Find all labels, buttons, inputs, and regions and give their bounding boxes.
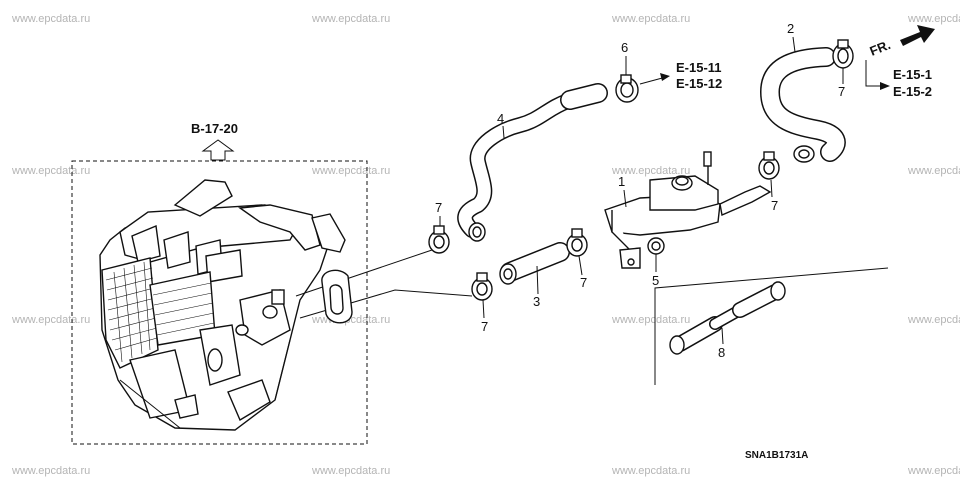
hose-part-4: 4	[457, 83, 608, 242]
water-valve-part-1: 1	[604, 151, 772, 269]
callout-part-5[interactable]: 5	[652, 273, 659, 288]
watermark: www.epcdata.ru	[311, 465, 390, 477]
callout-part-6[interactable]: 6	[621, 40, 628, 55]
watermark: www.epcdata.ru	[907, 13, 960, 25]
reference-right-b[interactable]: E-15-2	[893, 84, 932, 99]
watermark: www.epcdata.ru	[907, 165, 960, 177]
watermark: www.epcdata.ru	[311, 13, 390, 25]
callout-part-3[interactable]: 3	[533, 294, 540, 309]
front-arrow-icon	[900, 25, 935, 46]
callout-part-7-center[interactable]: 7	[580, 275, 587, 290]
clamp-part-6: 6 E-15-11 E-15-12	[615, 40, 722, 103]
heater-unit-dashed-frame	[71, 160, 368, 445]
reference-upper-a[interactable]: E-15-11	[676, 60, 722, 75]
heater-unit-group: B-17-20	[71, 121, 368, 445]
joint-part-8: 8	[654, 267, 889, 385]
diagram-code: SNA1B1731A	[745, 450, 808, 461]
callout-part-7-top[interactable]: 7	[838, 84, 845, 99]
hose-part-2: 2	[760, 21, 846, 163]
hose-part-3: 3	[499, 242, 570, 309]
clamp-part-7-center: 7	[566, 228, 588, 290]
reference-right-a[interactable]: E-15-1	[893, 67, 932, 82]
callout-part-8[interactable]: 8	[718, 345, 725, 360]
clamp-part-7-left-lower: 7	[471, 272, 493, 334]
up-arrow-icon	[201, 139, 235, 161]
callout-part-2[interactable]: 2	[787, 21, 794, 36]
watermark: www.epcdata.ru	[11, 314, 90, 326]
watermark: www.epcdata.ru	[11, 465, 90, 477]
washer-part-5: 5	[647, 237, 665, 288]
front-direction-indicator: FR.	[868, 25, 935, 59]
watermark: www.epcdata.ru	[11, 13, 90, 25]
callout-part-1[interactable]: 1	[618, 174, 625, 189]
watermark-layer: www.epcdata.ru www.epcdata.ru www.epcdat…	[11, 13, 960, 477]
grommet-part	[321, 269, 353, 324]
heater-unit-reference[interactable]: B-17-20	[191, 121, 238, 136]
watermark: www.epcdata.ru	[611, 13, 690, 25]
clamp-part-7-left-upper: 7	[428, 200, 450, 254]
clamp-part-7-right: 7	[758, 151, 780, 213]
watermark: www.epcdata.ru	[611, 314, 690, 326]
watermark: www.epcdata.ru	[611, 165, 690, 177]
callout-part-7-right[interactable]: 7	[771, 198, 778, 213]
callout-part-4[interactable]: 4	[497, 111, 504, 126]
clamp-part-7-top: 7 E-15-1 E-15-2	[832, 39, 932, 99]
watermark: www.epcdata.ru	[611, 465, 690, 477]
callout-part-7-left-upper[interactable]: 7	[435, 200, 442, 215]
front-label: FR.	[868, 37, 893, 59]
watermark: www.epcdata.ru	[11, 165, 90, 177]
reference-upper-b[interactable]: E-15-12	[676, 76, 722, 91]
heater-unit-drawing	[99, 179, 346, 431]
watermark: www.epcdata.ru	[907, 314, 960, 326]
watermark: www.epcdata.ru	[311, 165, 390, 177]
watermark: www.epcdata.ru	[907, 465, 960, 477]
callout-part-7-left-lower[interactable]: 7	[481, 319, 488, 334]
